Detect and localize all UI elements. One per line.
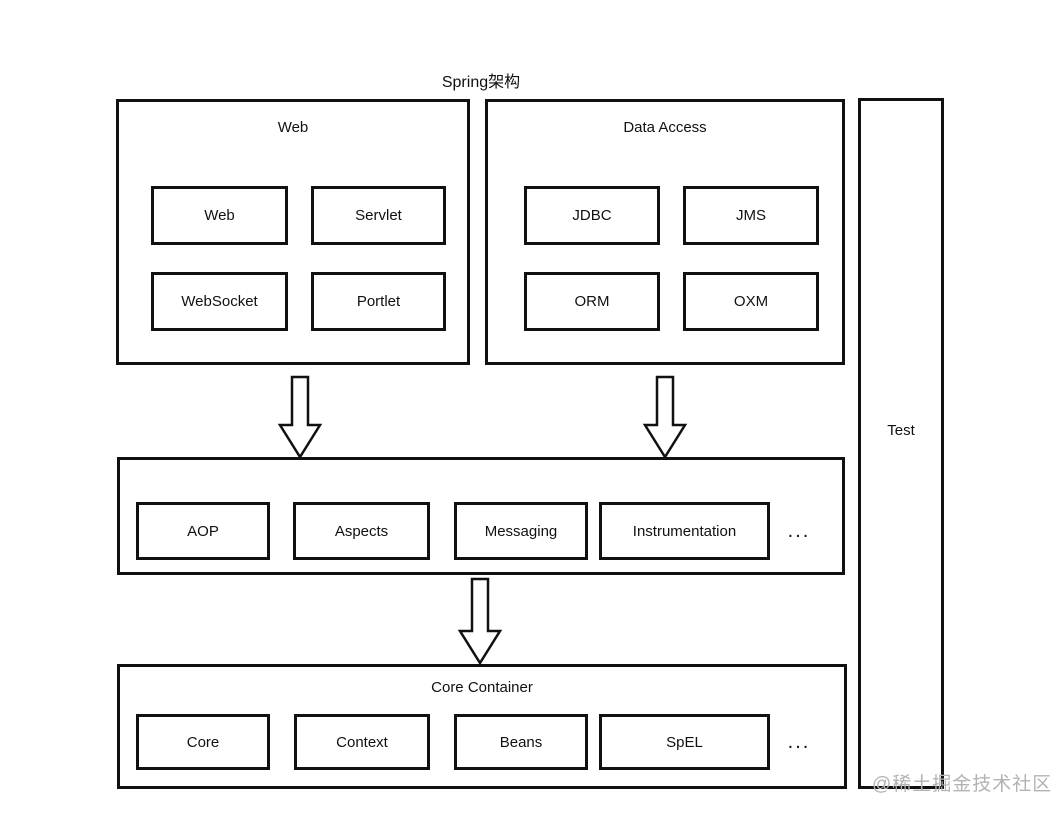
module-jdbc: JDBC [524,186,660,245]
core-container-label: Core Container [431,679,533,696]
module-aspects: Aspects [293,502,430,560]
module-spel: SpEL [599,714,770,770]
module-messaging: Messaging [454,502,588,560]
module-web: Web [151,186,288,245]
down-arrow-icon [642,375,688,459]
module-servlet: Servlet [311,186,446,245]
module-beans: Beans [454,714,588,770]
module-orm: ORM [524,272,660,331]
web-layer-label: Web [277,119,309,136]
middleware-layer-box: AOP Aspects Messaging Instrumentation ..… [117,457,845,575]
data-access-layer-box: Data Access JDBC JMS ORM OXM [485,99,845,365]
module-portlet: Portlet [311,272,446,331]
module-instrumentation: Instrumentation [599,502,770,560]
module-context: Context [294,714,430,770]
down-arrow-icon [277,375,323,459]
module-jms: JMS [683,186,819,245]
web-layer-box: Web Web Servlet WebSocket Portlet [116,99,470,365]
module-core: Core [136,714,270,770]
module-websocket: WebSocket [151,272,288,331]
middleware-ellipsis: ... [787,519,811,542]
down-arrow-icon [457,577,503,665]
core-container-ellipsis: ... [787,730,811,753]
test-layer-box: Test [858,98,944,789]
core-container-layer-box: Core Container Core Context Beans SpEL .… [117,664,847,789]
watermark: @稀土掘金技术社区 [872,774,1053,795]
test-layer-label: Test [887,422,915,439]
diagram-title: Spring架构 [441,74,521,91]
module-aop: AOP [136,502,270,560]
module-oxm: OXM [683,272,819,331]
data-access-layer-label: Data Access [623,119,707,136]
